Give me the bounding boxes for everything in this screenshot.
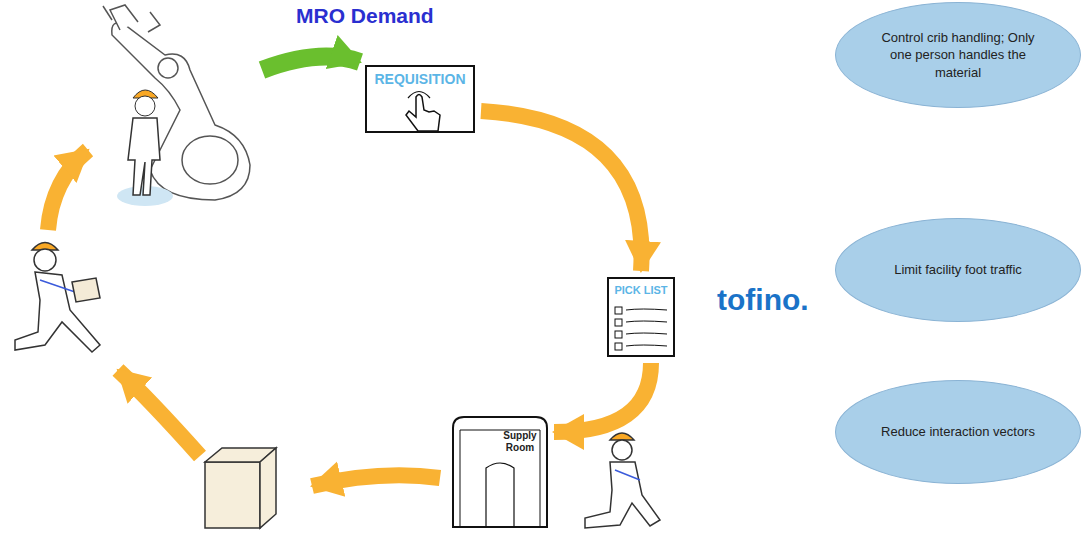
flow-label: MRO Demand: [296, 4, 434, 28]
goal-ellipse: Reduce interaction vectors: [835, 380, 1081, 484]
cycle-arrow: [48, 150, 440, 486]
goal-ellipse: Control crib handling; Only one person h…: [835, 2, 1081, 108]
node-text: Reduce interaction vectors: [881, 423, 1035, 441]
node-text: Limit facility foot traffic: [894, 261, 1022, 279]
node-text: PICK LIST: [607, 277, 675, 296]
brand-name: tofino.: [717, 283, 809, 317]
goal-ellipse: Limit facility foot traffic: [835, 218, 1081, 322]
pick-list-document: PICK LIST: [607, 277, 675, 357]
flow-arrow: [481, 111, 642, 271]
node-text: Supply Room: [452, 416, 548, 453]
demand-arrow: [262, 57, 360, 70]
worker-carrying: [15, 243, 100, 353]
robot-arm: [103, 5, 250, 200]
node-text: Control crib handling; Only one person h…: [870, 29, 1046, 82]
supply-room: Supply Room: [452, 416, 548, 528]
requisition-box: REQUISITION: [365, 65, 475, 133]
node-text: REQUISITION: [365, 65, 475, 87]
worker-standing: [117, 90, 173, 206]
package-box: [205, 448, 276, 528]
flow-arrow: [554, 363, 651, 432]
worker-running: [585, 433, 660, 528]
